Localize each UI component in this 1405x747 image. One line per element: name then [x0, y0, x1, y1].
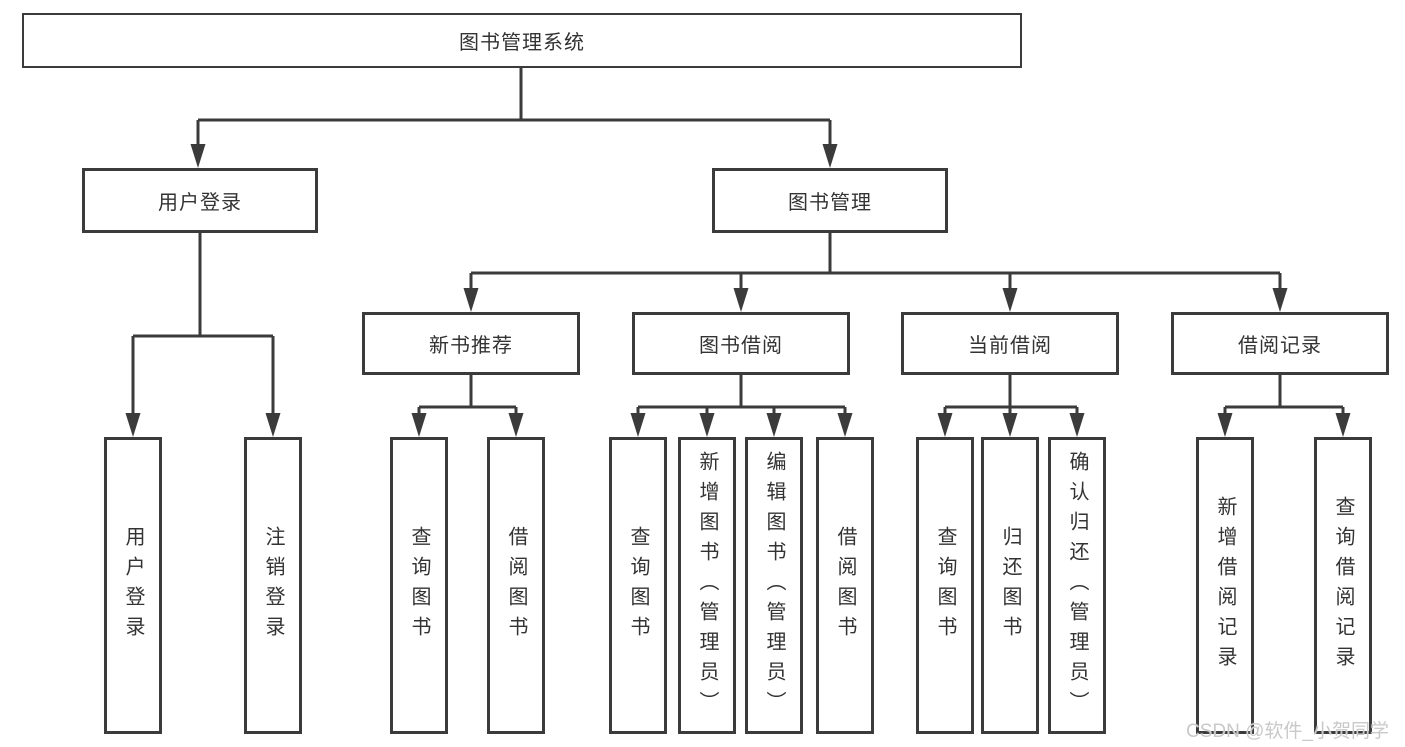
leaf-query-books-borrow: 查询图书 [609, 437, 667, 734]
leaf-confirm-return-admin: 确认归还（管理员） [1048, 437, 1106, 734]
leaf-query-books-recommend: 查询图书 [390, 437, 448, 734]
leaf-return-books-label: 归还图书 [999, 525, 1021, 646]
node-book-management: 图书管理 [712, 168, 948, 233]
node-user-login-label: 用户登录 [158, 192, 242, 214]
connector-lines [131, 68, 1345, 416]
leaf-user-login: 用户登录 [104, 437, 162, 734]
node-borrow-records: 借阅记录 [1171, 312, 1389, 375]
leaf-edit-books-admin: 编辑图书（管理员） [745, 437, 803, 734]
leaf-query-books-current-label: 查询图书 [934, 525, 956, 646]
leaf-edit-books-admin-label: 编辑图书（管理员） [763, 450, 785, 721]
leaf-confirm-return-admin-label: 确认归还（管理员） [1066, 450, 1088, 721]
leaf-query-borrow-record: 查询借阅记录 [1314, 437, 1372, 734]
node-new-book-recommend-label: 新书推荐 [429, 335, 513, 357]
leaf-return-books: 归还图书 [981, 437, 1039, 734]
leaf-user-login-label: 用户登录 [122, 525, 144, 646]
node-borrow-records-label: 借阅记录 [1238, 335, 1322, 357]
leaf-query-books-current: 查询图书 [916, 437, 974, 734]
leaf-add-borrow-record: 新增借阅记录 [1196, 437, 1254, 734]
leaf-add-books-admin: 新增图书（管理员） [678, 437, 736, 734]
leaf-query-books-borrow-label: 查询图书 [627, 525, 649, 646]
watermark-text: CSDN @软件_小贺同学 [1186, 721, 1389, 742]
node-user-login: 用户登录 [82, 168, 318, 233]
leaf-borrow-books-label: 借阅图书 [834, 525, 856, 646]
leaf-add-books-admin-label: 新增图书（管理员） [696, 450, 718, 721]
leaf-borrow-books: 借阅图书 [816, 437, 874, 734]
node-book-borrow-label: 图书借阅 [699, 335, 783, 357]
node-new-book-recommend: 新书推荐 [362, 312, 580, 375]
node-current-borrow-label: 当前借阅 [968, 335, 1052, 357]
leaf-logout: 注销登录 [244, 437, 302, 734]
leaf-add-borrow-record-label: 新增借阅记录 [1214, 495, 1236, 676]
node-book-management-label: 图书管理 [788, 192, 872, 214]
node-root: 图书管理系统 [22, 13, 1022, 68]
leaf-query-borrow-record-label: 查询借阅记录 [1332, 495, 1354, 676]
leaf-borrow-books-recommend: 借阅图书 [487, 437, 545, 734]
connector-arrowheads [125, 144, 1351, 437]
node-current-borrow: 当前借阅 [901, 312, 1119, 375]
leaf-logout-label: 注销登录 [262, 525, 284, 646]
leaf-borrow-books-recommend-label: 借阅图书 [505, 525, 527, 646]
node-root-label: 图书管理系统 [459, 32, 585, 54]
node-book-borrow: 图书借阅 [632, 312, 850, 375]
leaf-query-books-recommend-label: 查询图书 [408, 525, 430, 646]
